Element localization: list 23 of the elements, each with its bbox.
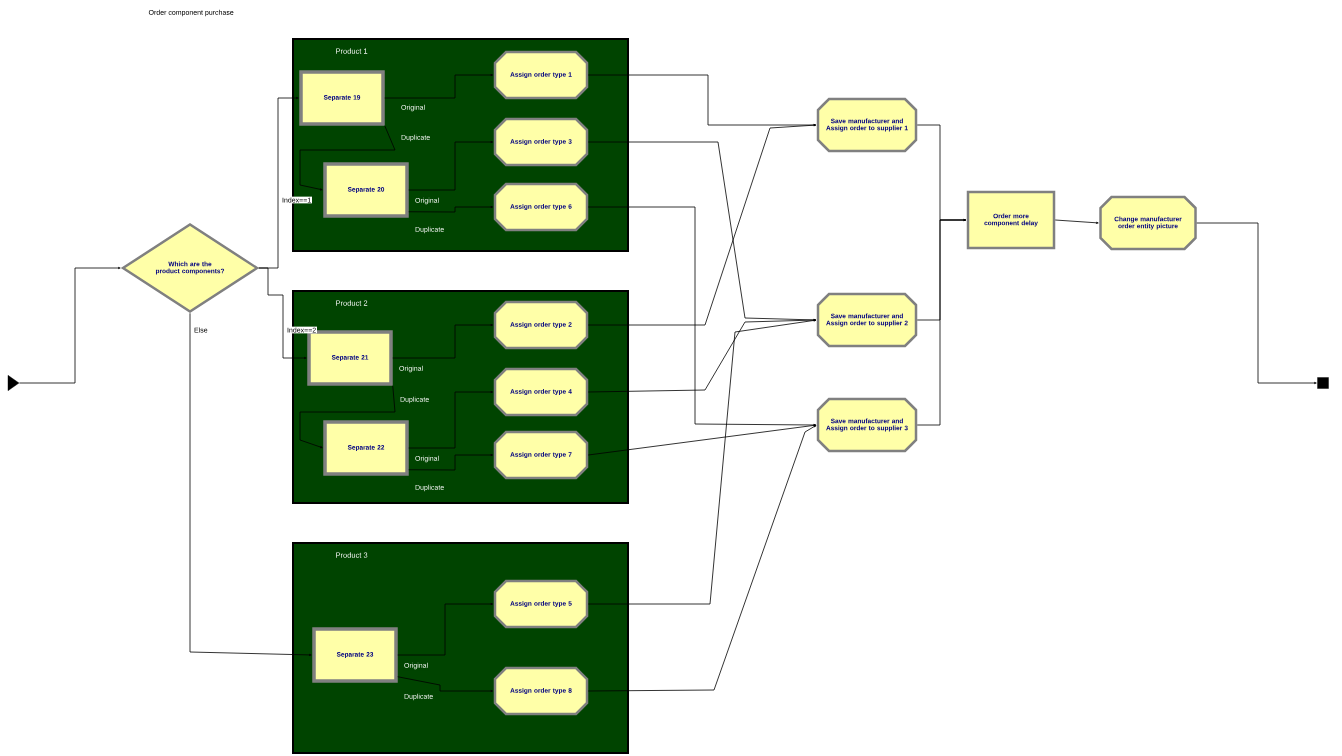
arrow: [384, 73, 494, 99]
start-triangle: [7, 375, 20, 391]
arrow: [1054, 219, 1099, 224]
arrow: [1196, 222, 1317, 385]
arrow: [258, 267, 307, 360]
arrow: [587, 319, 817, 605]
arrow: [299, 385, 396, 449]
arrow: [587, 425, 817, 692]
arrow: [18, 266, 121, 384]
arrow: [408, 140, 494, 191]
arrow: [587, 74, 817, 127]
end-square: [1317, 377, 1329, 389]
arrow: [916, 218, 967, 426]
arrow: [299, 125, 396, 191]
arrow: [397, 602, 494, 656]
arrow: [392, 323, 494, 359]
arrow: [587, 206, 817, 427]
arrow: [408, 390, 494, 449]
arrow: [587, 424, 817, 456]
arrow: [408, 453, 494, 471]
arrow: [189, 312, 312, 656]
arrow: [408, 205, 494, 213]
arrow: [397, 676, 494, 693]
